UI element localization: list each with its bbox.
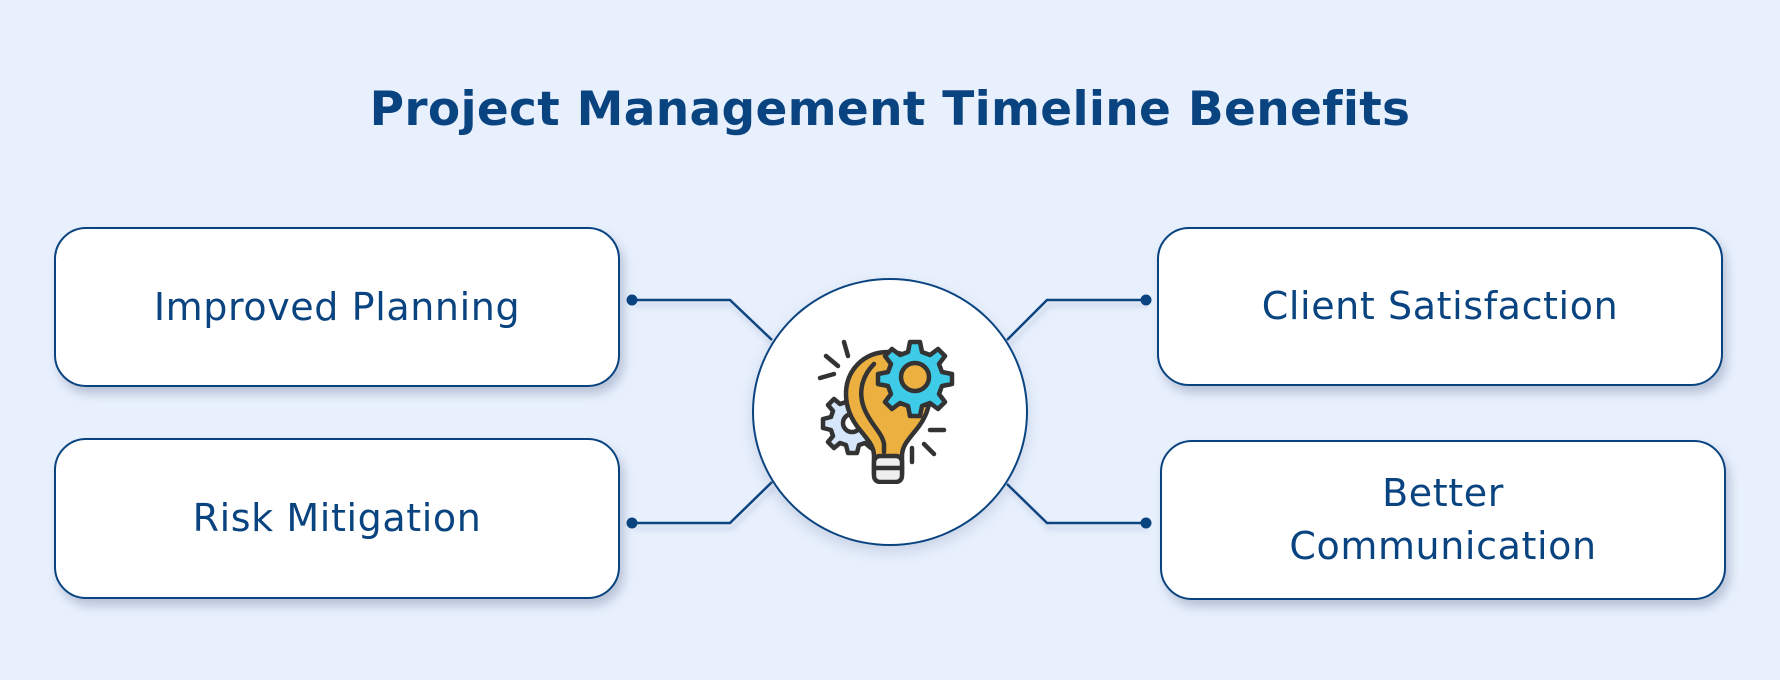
connector-top-right <box>1006 298 1146 341</box>
benefit-card-risk-mitigation: Risk Mitigation <box>54 438 620 599</box>
lightbulb-gears-icon <box>817 339 955 484</box>
connector-bottom-left <box>632 481 773 525</box>
benefit-label: Client Satisfaction <box>1261 284 1619 328</box>
connector-dot-top-left <box>626 294 638 306</box>
benefit-card-client-satisfaction: Client Satisfaction <box>1157 227 1723 386</box>
connector-dot-bottom-right <box>1140 517 1152 529</box>
diagram-title: Project Management Timeline Benefits <box>369 82 1411 137</box>
connector-dot-top-right <box>1140 294 1152 306</box>
benefit-label: Risk Mitigation <box>192 496 482 540</box>
connector-top-left <box>632 298 773 341</box>
benefit-card-improved-planning: Improved Planning <box>54 227 620 387</box>
benefit-label: Better Communication <box>1289 467 1596 573</box>
benefit-label-line-1: Better <box>1382 471 1504 515</box>
connector-dot-bottom-left <box>626 517 638 529</box>
benefit-label: Improved Planning <box>153 284 521 329</box>
benefit-label-line-2: Communication <box>1289 524 1597 568</box>
benefit-card-better-communication: Better Communication <box>1160 440 1726 600</box>
connector-bottom-right <box>1006 483 1146 525</box>
